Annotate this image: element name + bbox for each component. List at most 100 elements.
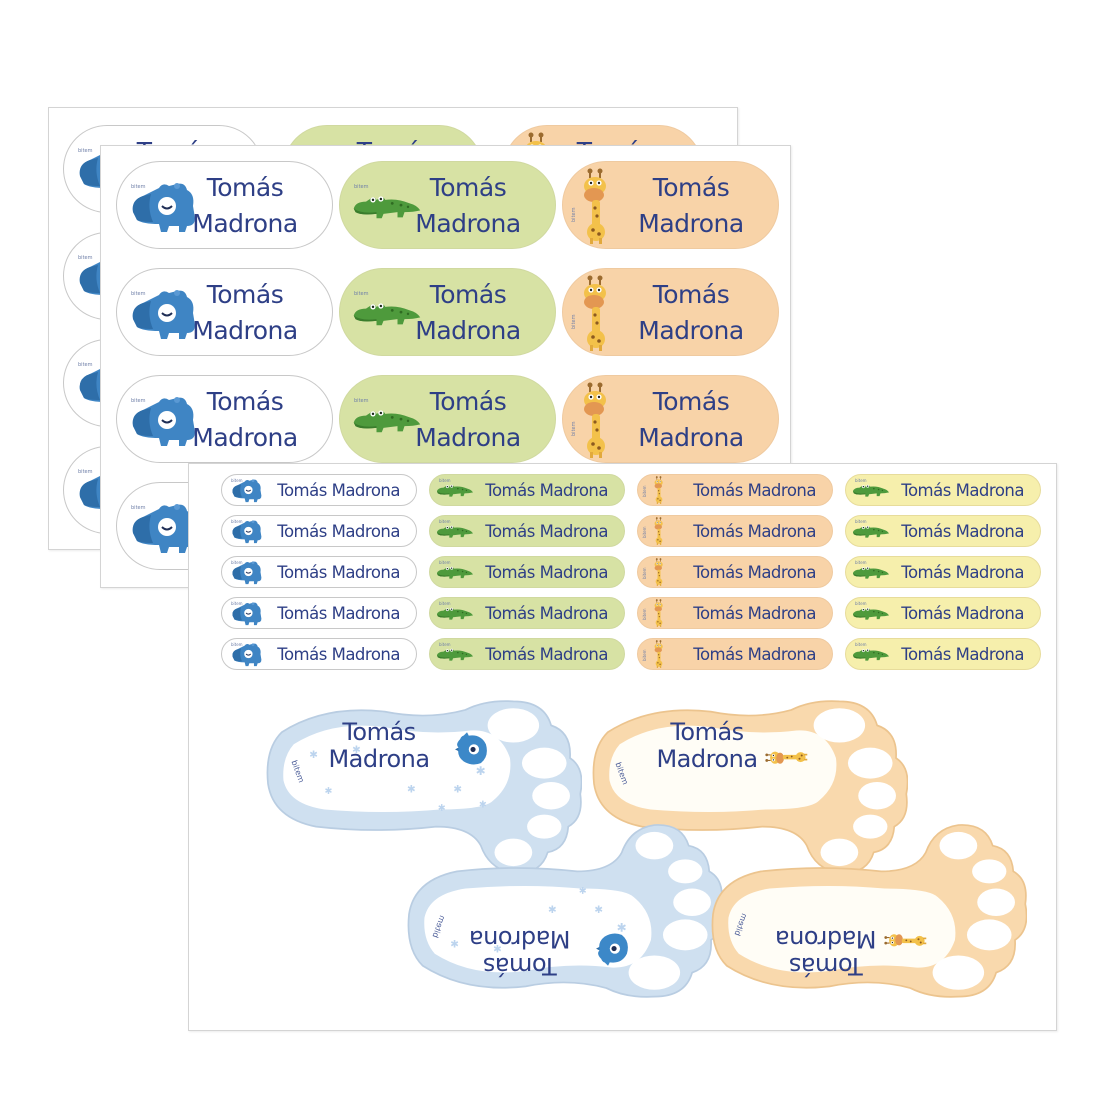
label-name-text: Tomás Madrona bbox=[693, 563, 816, 582]
label-name-text: Tomás Madrona bbox=[192, 173, 298, 238]
brand-mark: bitem bbox=[571, 314, 577, 329]
name-label-peach: bitem Tomás Madrona bbox=[562, 268, 779, 356]
svg-text:✱: ✱ bbox=[479, 800, 487, 811]
brand-mark: bitem bbox=[231, 519, 243, 524]
footprint-name: Tomás Madrona bbox=[775, 925, 877, 980]
brand-mark: bitem bbox=[571, 207, 577, 222]
brand-mark: bitem bbox=[642, 567, 647, 579]
brand-mark: bitem bbox=[231, 642, 243, 647]
svg-text:✱: ✱ bbox=[325, 786, 333, 797]
small-name-label-blue: bitem Tomás Madrona bbox=[221, 638, 417, 670]
brand-mark: bitem bbox=[439, 560, 451, 565]
small-name-label-blue: bitem Tomás Madrona bbox=[221, 556, 417, 588]
name-label-green: bitem Tomás Madrona bbox=[339, 161, 556, 249]
small-name-label-peach: bitem Tomás Madrona bbox=[637, 597, 833, 629]
small-name-label-blue: bitem Tomás Madrona bbox=[221, 515, 417, 547]
brand-mark: bitem bbox=[354, 291, 369, 297]
brand-mark: bitem bbox=[642, 608, 647, 620]
label-name-text: Tomás Madrona bbox=[901, 481, 1024, 500]
name-label-green: bitem Tomás Madrona bbox=[339, 375, 556, 463]
name-label-blue: bitem Tomás Madrona bbox=[116, 268, 333, 356]
brand-mark: bitem bbox=[855, 601, 867, 606]
svg-text:✱: ✱ bbox=[579, 884, 587, 895]
label-name-text: Tomás Madrona bbox=[192, 280, 298, 345]
brand-mark: bitem bbox=[78, 362, 93, 368]
small-name-label-yellow: bitem Tomás Madrona bbox=[845, 597, 1041, 629]
label-name-text: Tomás Madrona bbox=[485, 522, 608, 541]
small-name-label-peach: bitem Tomás Madrona bbox=[637, 638, 833, 670]
footprint-shape: ✱ ✱ ✱ ✱ ✱ ✱ bbox=[397, 819, 723, 1001]
label-name-text: Tomás Madrona bbox=[192, 387, 298, 452]
small-name-label-blue: bitem Tomás Madrona bbox=[221, 597, 417, 629]
small-name-label-peach: bitem Tomás Madrona bbox=[637, 474, 833, 506]
footprint-name: Tomás Madrona bbox=[328, 718, 430, 773]
brand-mark: bitem bbox=[855, 560, 867, 565]
label-name-text: Tomás Madrona bbox=[485, 481, 608, 500]
brand-mark: bitem bbox=[231, 560, 243, 565]
brand-mark: bitem bbox=[78, 148, 93, 154]
label-name-text: Tomás Madrona bbox=[277, 522, 400, 541]
small-name-label-green: bitem Tomás Madrona bbox=[429, 597, 625, 629]
name-label-blue: bitem Tomás Madrona bbox=[116, 161, 333, 249]
brand-mark: bitem bbox=[439, 601, 451, 606]
label-name-text: Tomás Madrona bbox=[693, 522, 816, 541]
label-name-text: Tomás Madrona bbox=[638, 280, 744, 345]
label-name-text: Tomás Madrona bbox=[638, 173, 744, 238]
footprint-name: Tomás Madrona bbox=[656, 718, 758, 773]
brand-mark: bitem bbox=[439, 642, 451, 647]
svg-text:✱: ✱ bbox=[450, 937, 459, 949]
brand-mark: bitem bbox=[231, 601, 243, 606]
svg-text:✱: ✱ bbox=[594, 903, 603, 915]
brand-mark: bitem bbox=[131, 505, 146, 511]
name-label-green: bitem Tomás Madrona bbox=[339, 268, 556, 356]
brand-mark: bitem bbox=[855, 519, 867, 524]
label-name-text: Tomás Madrona bbox=[638, 387, 744, 452]
giraffe-icon bbox=[579, 275, 613, 351]
brand-mark: bitem bbox=[439, 478, 451, 483]
giraffe-icon bbox=[579, 168, 613, 244]
label-name-text: Tomás Madrona bbox=[901, 563, 1024, 582]
brand-mark: bitem bbox=[855, 478, 867, 483]
label-name-text: Tomás Madrona bbox=[693, 604, 816, 623]
name-label-peach: bitem Tomás Madrona bbox=[562, 161, 779, 249]
svg-text:✱: ✱ bbox=[352, 744, 361, 756]
svg-text:✱: ✱ bbox=[617, 920, 627, 934]
brand-mark: bitem bbox=[642, 649, 647, 661]
giraffe-icon bbox=[650, 476, 668, 504]
brand-mark: bitem bbox=[571, 421, 577, 436]
giraffe-icon bbox=[650, 640, 668, 668]
svg-text:✱: ✱ bbox=[453, 783, 462, 795]
label-name-text: Tomás Madrona bbox=[485, 645, 608, 664]
brand-mark: bitem bbox=[231, 478, 243, 483]
label-name-text: Tomás Madrona bbox=[693, 481, 816, 500]
small-name-label-yellow: bitem Tomás Madrona bbox=[845, 556, 1041, 588]
giraffe-icon bbox=[579, 382, 613, 458]
small-name-label-yellow: bitem Tomás Madrona bbox=[845, 638, 1041, 670]
brand-mark: bitem bbox=[642, 526, 647, 538]
footprint-sticker-peach-inverted: Tomás Madrona bitem bbox=[701, 819, 1027, 1001]
sticker-sheet-front: bitem Tomás Madrona bitem Tomás Madrona … bbox=[188, 463, 1057, 1031]
giraffe-icon bbox=[650, 558, 668, 586]
brand-mark: bitem bbox=[78, 255, 93, 261]
svg-text:✱: ✱ bbox=[548, 903, 557, 915]
label-name-text: Tomás Madrona bbox=[415, 173, 521, 238]
brand-mark: bitem bbox=[439, 519, 451, 524]
label-name-text: Tomás Madrona bbox=[415, 280, 521, 345]
brand-mark: bitem bbox=[354, 184, 369, 190]
small-name-label-peach: bitem Tomás Madrona bbox=[637, 556, 833, 588]
svg-text:✱: ✱ bbox=[438, 803, 446, 814]
giraffe-icon bbox=[650, 599, 668, 627]
brand-mark: bitem bbox=[131, 184, 146, 190]
svg-text:✱: ✱ bbox=[493, 942, 502, 954]
small-name-label-yellow: bitem Tomás Madrona bbox=[845, 474, 1041, 506]
footprint-shape bbox=[582, 697, 908, 879]
label-name-text: Tomás Madrona bbox=[485, 604, 608, 623]
footprint-sticker-blue-upright: ✱✱ ✱✱ ✱✱ ✱✱ Tomás Madrona bitem bbox=[256, 697, 582, 879]
label-name-text: Tomás Madrona bbox=[277, 645, 400, 664]
label-name-text: Tomás Madrona bbox=[901, 645, 1024, 664]
label-name-text: Tomás Madrona bbox=[277, 563, 400, 582]
brand-mark: bitem bbox=[131, 398, 146, 404]
brand-mark: bitem bbox=[855, 642, 867, 647]
label-name-text: Tomás Madrona bbox=[277, 604, 400, 623]
svg-text:✱: ✱ bbox=[476, 764, 486, 778]
